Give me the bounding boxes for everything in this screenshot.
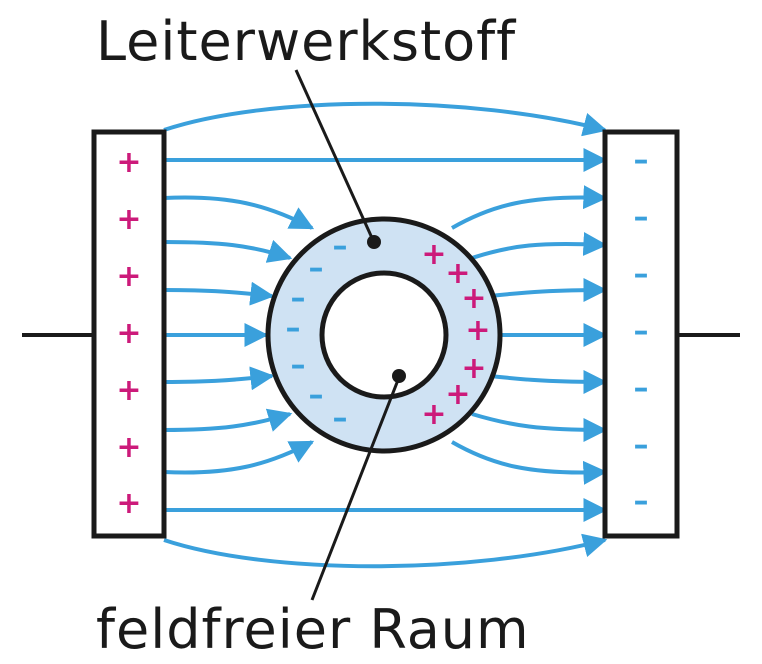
conductor-outer-edge: [265, 216, 503, 454]
conductor-material-label: Leiterwerkstoff: [96, 10, 517, 73]
negative-charge: –: [291, 281, 306, 316]
positive-charge: +: [421, 397, 446, 432]
negative-charge: –: [333, 401, 348, 436]
negative-charge: –: [291, 348, 306, 383]
positive-charge: +: [116, 430, 141, 465]
field-line: [163, 408, 293, 432]
positive-plate: [91, 129, 167, 539]
positive-charge: +: [116, 486, 141, 521]
positive-charge: +: [445, 377, 470, 412]
induced-positive-charges: + + + + + + +: [421, 237, 490, 432]
field-line: [489, 278, 608, 303]
field-line: [451, 185, 608, 230]
field-line: [163, 366, 275, 391]
positive-charge: +: [116, 202, 141, 237]
negative-charge: –: [634, 428, 649, 463]
negative-charge: –: [634, 371, 649, 406]
field-line: [163, 440, 315, 475]
negative-charge: –: [634, 200, 649, 235]
negative-charge: –: [309, 378, 324, 413]
field-line: [163, 195, 315, 230]
field-free-leader-line: [310, 379, 400, 601]
positive-plate-charges: + + + + + + +: [116, 145, 141, 521]
field-line: [163, 101, 608, 137]
field-line: [489, 369, 608, 394]
conductor-leader-dot: [367, 235, 381, 249]
negative-charge: –: [309, 251, 324, 286]
positive-charge: +: [421, 237, 446, 272]
field-lines: [163, 101, 608, 569]
positive-charge: +: [461, 351, 486, 386]
field-line: [163, 281, 275, 306]
field-line: [451, 440, 608, 485]
negative-plate-charges: – – – – – – –: [634, 143, 649, 519]
negative-charge: –: [634, 484, 649, 519]
field-free-space-label: feldfreier Raum: [96, 598, 530, 661]
field-line: [471, 412, 608, 442]
positive-charge: +: [461, 281, 486, 316]
positive-charge: +: [445, 256, 470, 291]
positive-charge: +: [116, 145, 141, 180]
positive-charge: +: [116, 373, 141, 408]
conductor-leader-line: [294, 69, 374, 239]
conductor-ring: [267, 218, 501, 452]
field-line: [163, 533, 608, 569]
field-line: [471, 232, 608, 260]
field-free-leader-dot: [392, 369, 406, 383]
induced-negative-charges: – – – – – – –: [286, 229, 348, 436]
field-free-space: [319, 270, 449, 400]
negative-charge: –: [634, 314, 649, 349]
field-line: [163, 239, 293, 263]
positive-charge: +: [116, 259, 141, 294]
negative-charge: –: [286, 311, 301, 346]
negative-plate: [602, 129, 680, 539]
negative-charge: –: [333, 229, 348, 264]
negative-charge: –: [634, 143, 649, 178]
negative-charge: –: [634, 257, 649, 292]
positive-charge: +: [116, 316, 141, 351]
positive-charge: +: [465, 313, 490, 348]
